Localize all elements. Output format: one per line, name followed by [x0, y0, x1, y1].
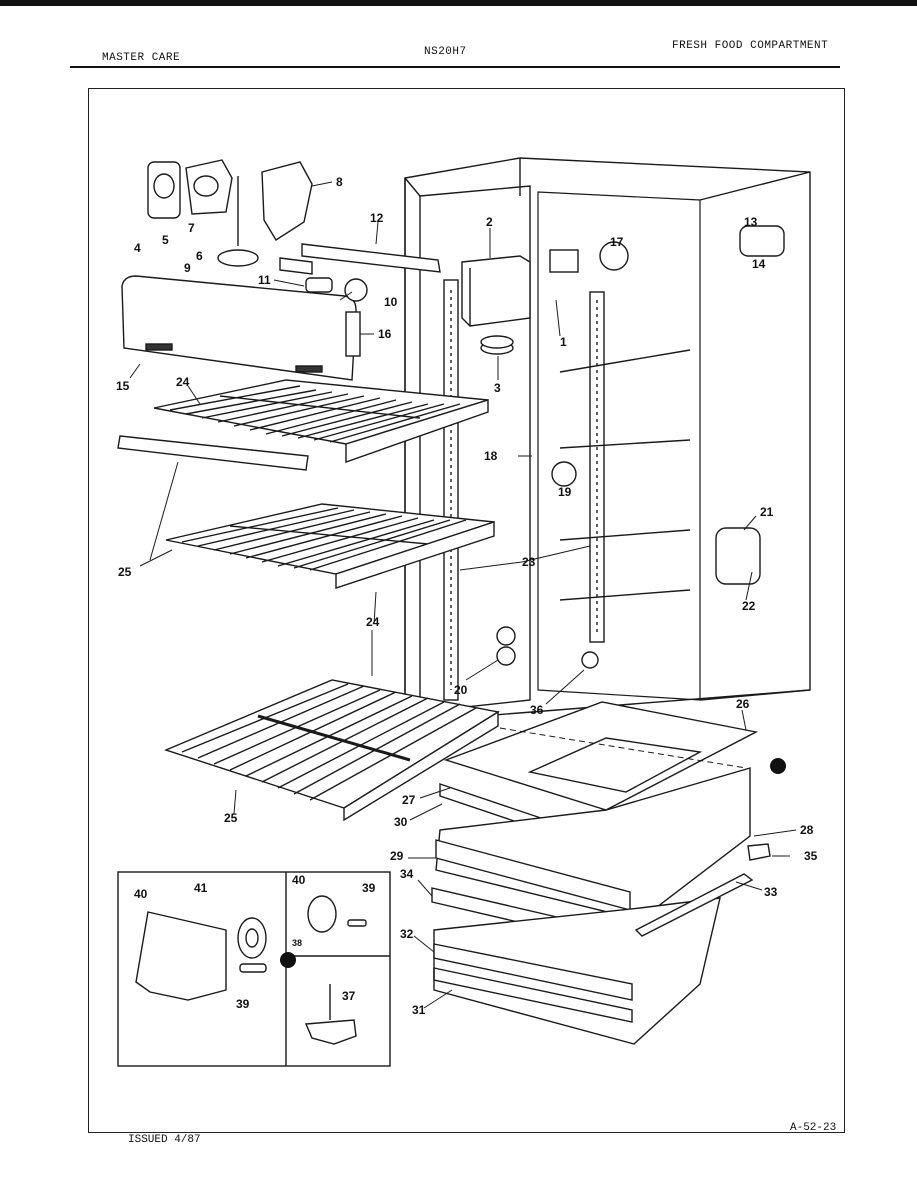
callout-2: 2 — [486, 215, 493, 229]
header-model-number: NS20H7 — [424, 46, 467, 58]
drawer-rails-drawing — [634, 843, 771, 937]
callout-40-right: 40 — [292, 873, 306, 887]
callout-32: 32 — [400, 927, 414, 941]
thermostat-parts-drawing — [147, 159, 313, 267]
shelf-middle-drawing — [165, 503, 495, 589]
diagram-frame — [88, 88, 845, 1133]
callout-31: 31 — [412, 1003, 426, 1017]
callout-24-lower: 24 — [366, 615, 380, 629]
callout-20: 20 — [454, 683, 468, 697]
callout-19: 19 — [558, 485, 572, 499]
callout-leader-lines — [129, 181, 797, 1009]
callout-7: 7 — [188, 221, 195, 235]
callout-12: 12 — [370, 211, 384, 225]
callout-24-top: 24 — [176, 375, 190, 389]
callout-38: 38 — [292, 938, 302, 948]
inset-detail-drawing — [117, 871, 391, 1067]
light-cover-drawing — [121, 275, 361, 381]
header-rule — [70, 66, 840, 68]
callout-33: 33 — [764, 885, 778, 899]
callout-5: 5 — [162, 233, 169, 247]
shelf-top-drawing — [117, 379, 489, 471]
reference-bullet-marker — [770, 758, 786, 774]
callout-28: 28 — [800, 823, 814, 837]
callout-27: 27 — [402, 793, 416, 807]
callout-25-upper: 25 — [118, 565, 132, 579]
callout-6: 6 — [196, 249, 203, 263]
footer-issued-date: ISSUED 4/87 — [128, 1134, 201, 1146]
callout-10: 10 — [384, 295, 398, 309]
callout-22: 22 — [742, 599, 756, 613]
callout-1: 1 — [560, 335, 567, 349]
callout-36: 36 — [530, 703, 544, 717]
callout-25-lower: 25 — [224, 811, 238, 825]
control-box-drawing — [461, 255, 531, 355]
callout-labels: 1 2 3 4 5 6 7 8 9 10 11 12 13 14 15 16 1… — [116, 175, 818, 1017]
callout-16: 16 — [378, 327, 392, 341]
callout-41: 41 — [194, 881, 208, 895]
callout-23: 23 — [522, 555, 536, 569]
callout-26: 26 — [736, 697, 750, 711]
callout-8: 8 — [336, 175, 343, 189]
callout-18: 18 — [484, 449, 498, 463]
callout-17: 17 — [610, 235, 624, 249]
callout-37: 37 — [342, 989, 356, 1003]
crisper-lower-drawing — [433, 897, 721, 1045]
top-border-bar — [0, 0, 917, 6]
header-section-title: FRESH FOOD COMPARTMENT — [672, 40, 829, 52]
callout-3: 3 — [494, 381, 501, 395]
interior-parts-drawing — [496, 225, 785, 669]
callout-34: 34 — [400, 867, 414, 881]
callout-15: 15 — [116, 379, 130, 393]
callout-11: 11 — [258, 273, 271, 287]
callout-21: 21 — [760, 505, 774, 519]
bracket-drawing — [279, 243, 441, 275]
callout-9: 9 — [184, 261, 191, 275]
bulb-socket-drawing — [305, 277, 368, 302]
reference-bullet-marker-inset — [280, 952, 296, 968]
callout-13: 13 — [744, 215, 758, 229]
callout-29: 29 — [390, 849, 404, 863]
callout-30: 30 — [394, 815, 408, 829]
shelf-lower-drawing — [163, 679, 500, 822]
callout-14: 14 — [752, 257, 766, 271]
callout-39-upper: 39 — [362, 881, 376, 895]
callout-39-lower: 39 — [236, 997, 250, 1011]
header-brand: MASTER CARE — [102, 52, 181, 64]
callout-4: 4 — [134, 241, 141, 255]
callout-35: 35 — [804, 849, 818, 863]
footer-page-code: A-52-23 — [790, 1122, 837, 1134]
callout-40-left: 40 — [134, 887, 148, 901]
